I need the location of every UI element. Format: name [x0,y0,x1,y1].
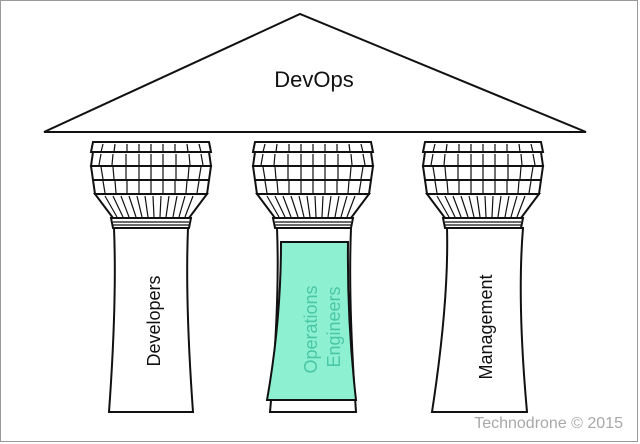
pillar-operations-engineers: Operations Engineers [252,141,374,413]
roof-triangle [43,12,587,133]
pillar-capital [422,141,544,229]
pillar-management: Management [422,141,544,413]
pillar-label-line-2: Engineers [324,286,344,367]
diagram-title: DevOps [274,67,353,92]
pillar-label-line-1: Operations [301,285,321,373]
pillar-developers: Developers [90,141,212,413]
pillar-label-developers: Developers [144,275,164,366]
pillar-label-management: Management [476,274,496,379]
pillar-shaft [107,227,195,413]
pillar-shaft [430,227,529,413]
svg-text:Operations Engineers: Operations Engineers [301,280,344,373]
pillar-capital [90,141,212,229]
pillar-capital [252,141,374,229]
watermark: Technodrone © 2015 [474,415,623,432]
pillar-highlight [265,241,358,401]
